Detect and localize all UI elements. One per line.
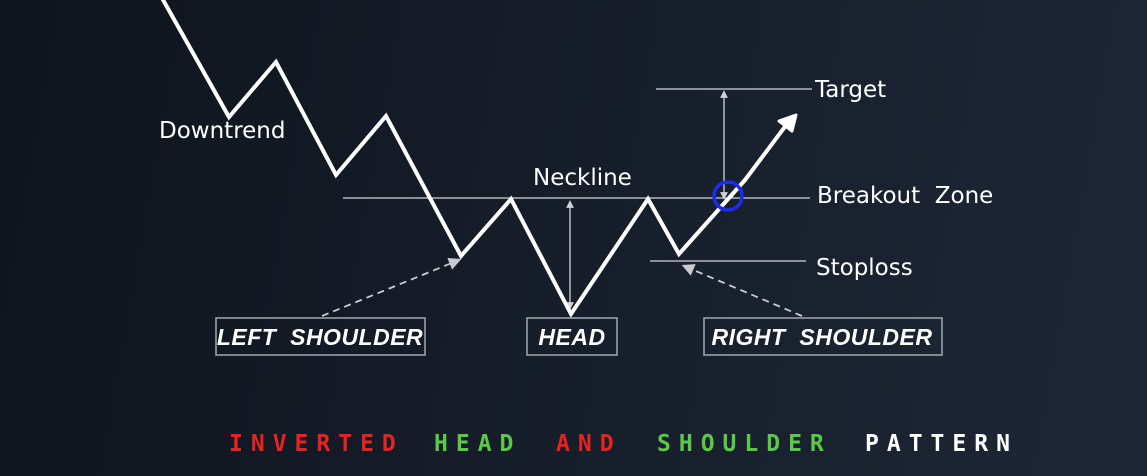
title-word-inverted: INVERTED: [229, 431, 404, 457]
title-word-shoulder: SHOULDER: [657, 431, 832, 457]
title-word-and: AND: [556, 431, 622, 457]
left-shoulder-pointer: [321, 257, 462, 317]
right-shoulder-pointer: [681, 264, 803, 317]
title-word-head: HEAD: [434, 431, 521, 457]
left-shoulder-label: LEFT SHOULDER: [217, 324, 423, 350]
left-shoulder-box: [215, 317, 426, 356]
title-word-pattern: PATTERN: [865, 431, 1018, 457]
right-shoulder-box: [703, 317, 943, 356]
price-path: [160, 0, 747, 318]
breakout-marker: [712, 180, 744, 212]
downtrend-label: Downtrend: [159, 118, 285, 144]
head-box: [526, 317, 618, 356]
breakout-arrow-head: [777, 113, 798, 133]
breakout-zone-label: Breakout Zone: [817, 183, 993, 209]
breakout-arrow-line: [743, 122, 789, 182]
stoploss-label: Stoploss: [816, 255, 913, 281]
pattern-title: INVERTED HEAD AND SHOULDER PATTERN: [229, 431, 1018, 457]
head-label: HEAD: [538, 324, 605, 350]
neckline-label: Neckline: [533, 165, 632, 191]
target-label: Target: [814, 77, 886, 103]
right-shoulder-label: RIGHT SHOULDER: [712, 324, 933, 350]
